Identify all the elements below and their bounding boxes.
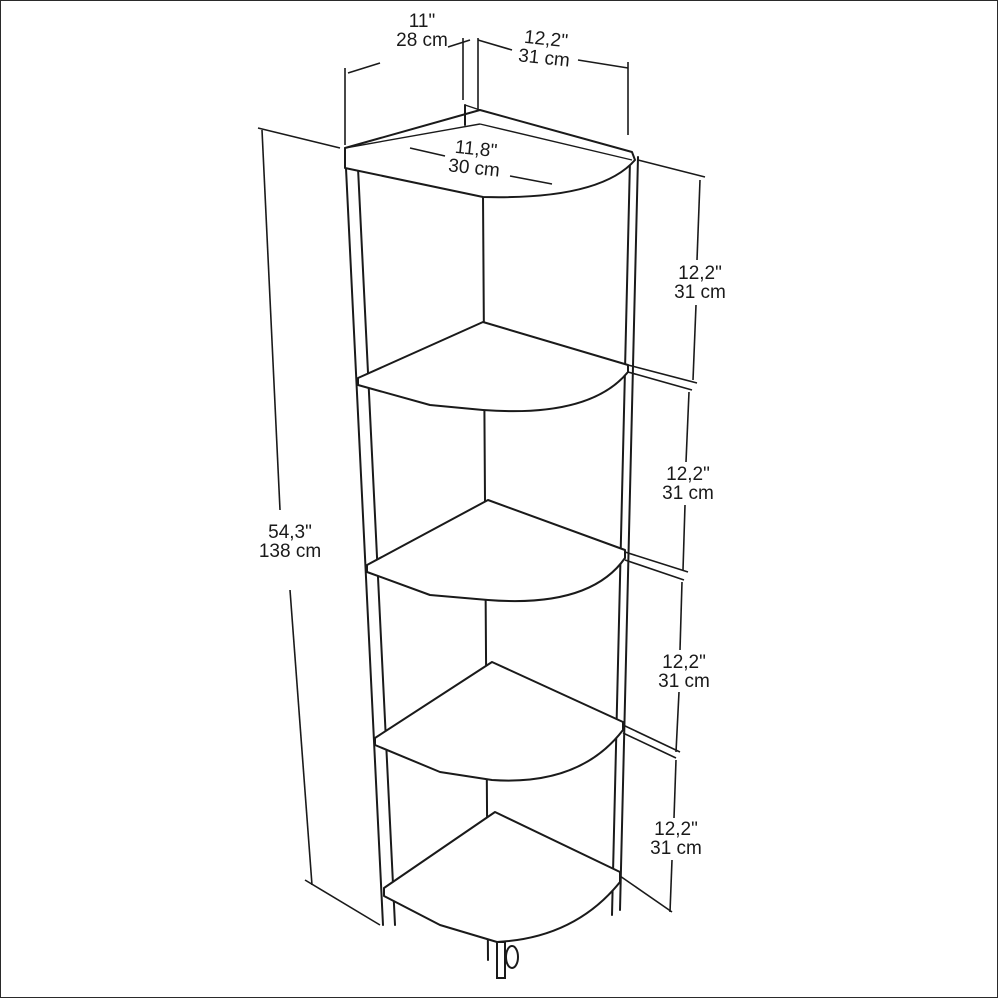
shelf-3 bbox=[366, 499, 626, 603]
dimension-label-spacing-1: 12,2" 31 cm bbox=[674, 263, 726, 303]
dimension-label-spacing-4: 12,2" 31 cm bbox=[650, 819, 702, 859]
dimension-lines bbox=[257, 38, 706, 926]
shelf-2 bbox=[357, 321, 629, 413]
shelf-4 bbox=[374, 661, 624, 782]
shelf-5-bottom bbox=[383, 811, 621, 979]
dimension-label-spacing-3: 12,2" 31 cm bbox=[658, 652, 710, 692]
dimension-label-total-height: 54,3" 138 cm bbox=[258, 522, 322, 562]
dimension-label-spacing-2: 12,2" 31 cm bbox=[662, 464, 714, 504]
top-shelf bbox=[344, 104, 636, 199]
dimension-label-depth-left: 11" 28 cm bbox=[396, 11, 448, 51]
